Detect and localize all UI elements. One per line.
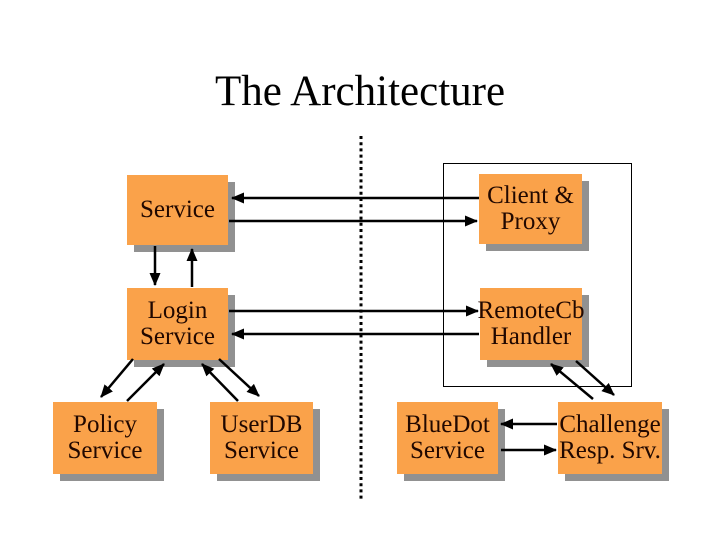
box-policy-service-label-line2: Service [67,437,143,464]
box-userdb-service-label-line2: Service [224,437,299,464]
box-remotecb-handler-label-line2: Handler [490,323,572,350]
box-service: Service [127,175,228,245]
arrow-login-to-policy [100,358,134,398]
box-login-service: Login Service [127,288,228,360]
box-remotecb-handler: RemoteCb Handler [477,288,585,360]
box-challenge-resp-srv-label-line2: Resp. Srv. [559,437,661,464]
slide-title: The Architecture [214,68,506,115]
box-bluedot-service: BlueDot Service [397,402,498,474]
box-service-label: Service [140,196,215,223]
box-policy-service: Policy Service [53,402,157,474]
box-challenge-resp-srv-label-line1: Challenge [559,411,661,438]
box-client-proxy-label-line2: Proxy [500,208,561,235]
box-bluedot-service-label-line1: BlueDot [405,411,490,438]
box-userdb-service-label-line1: UserDB [220,411,303,438]
box-policy-service-label-line1: Policy [73,411,137,438]
arrow-login-to-userdb [218,358,260,397]
box-bluedot-service-label-line2: Service [410,437,485,464]
arrow-policy-to-login [126,363,165,402]
box-login-service-label-line2: Service [140,323,215,350]
box-challenge-resp-srv: Challenge Resp. Srv. [558,402,662,474]
box-userdb-service: UserDB Service [210,402,313,474]
box-remotecb-handler-label-line1: RemoteCb [477,297,585,324]
arrow-userdb-to-login [201,363,239,402]
box-client-proxy-label-line1: Client & [487,182,574,209]
box-login-service-label-line1: Login [147,297,208,324]
box-client-proxy: Client & Proxy [479,174,582,244]
client-side-frame [443,163,632,387]
